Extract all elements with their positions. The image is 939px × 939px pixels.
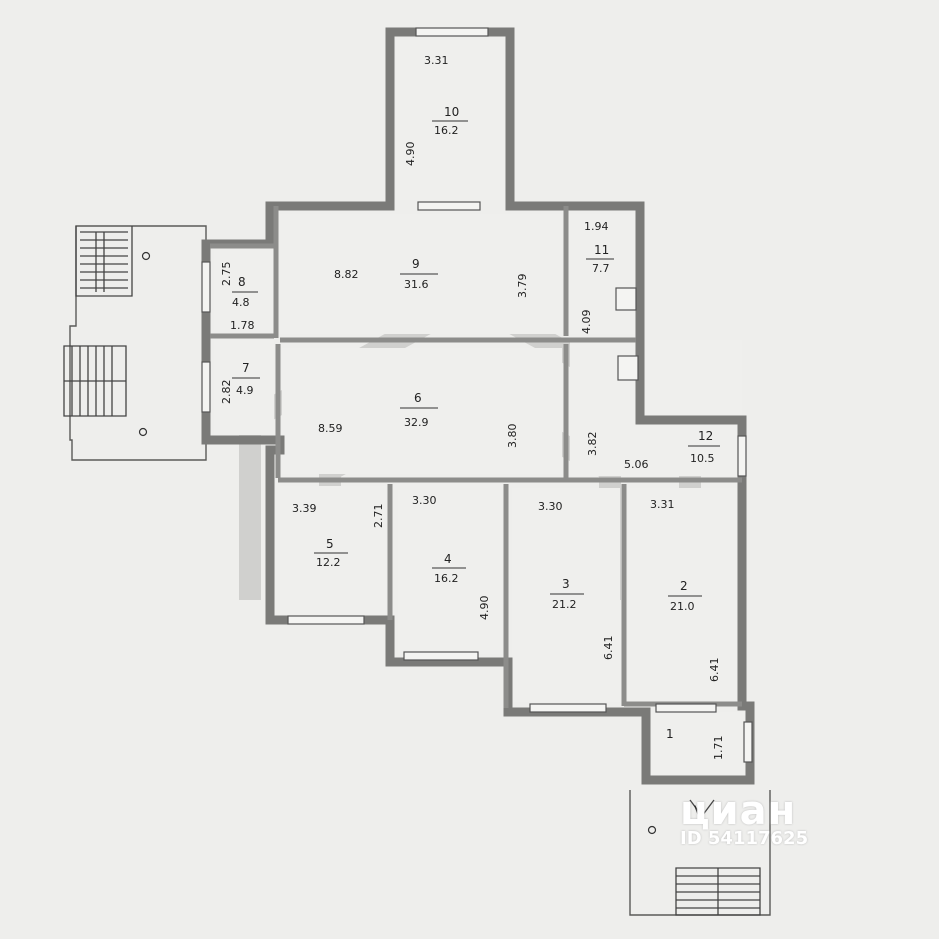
room-2: 3.31 2 21.0 6.41 <box>650 498 721 682</box>
room-6-number: 6 <box>414 391 422 405</box>
room-2-area: 21.0 <box>670 600 695 613</box>
outer-wall <box>201 27 755 785</box>
room-4-number: 4 <box>444 552 452 566</box>
room-3-number: 3 <box>562 577 570 591</box>
watermark-listing-id: ID 54117625 <box>680 828 809 849</box>
room-11-number: 11 <box>594 243 609 257</box>
room-8-number: 8 <box>238 275 246 289</box>
room-2-dim-top: 3.31 <box>650 498 675 511</box>
floor-fill <box>214 40 746 780</box>
room-10-number: 10 <box>444 105 459 119</box>
room-6-dim-left: 8.59 <box>318 422 343 435</box>
room-2-number: 2 <box>680 579 688 593</box>
room-7-area: 4.9 <box>236 384 254 397</box>
room-11-dim-side: 4.09 <box>580 310 593 335</box>
bottom-entrance-area <box>629 790 771 916</box>
left-entrance-area <box>63 225 207 461</box>
room-8: 2.75 8 4.8 1.78 <box>220 262 258 332</box>
room-11: 1.94 11 7.7 4.09 <box>580 220 614 334</box>
room-4-area: 16.2 <box>434 572 459 585</box>
room-3-area: 21.2 <box>552 598 577 611</box>
room-11-area: 7.7 <box>592 262 610 275</box>
room-9-dim-side: 3.79 <box>516 274 529 299</box>
room-8-dim-bottom: 1.78 <box>230 319 255 332</box>
watermark-brand: циан <box>680 788 797 834</box>
room-10: 3.31 10 16.2 4.90 <box>404 54 468 166</box>
room-10-dim-side: 4.90 <box>404 142 417 167</box>
room-9: 8.82 9 31.6 3.79 <box>334 257 529 298</box>
entrance-marker: V <box>694 804 704 820</box>
room-3-dim-top: 3.30 <box>538 500 563 513</box>
room-7: 7 4.9 2.82 <box>220 361 260 404</box>
watermark: циан ID 54117625 <box>680 788 808 849</box>
room-9-number: 9 <box>412 257 420 271</box>
room-7-dim-side: 2.82 <box>220 380 233 405</box>
room-1-dim-side: 1.71 <box>712 736 725 761</box>
room-12-area: 10.5 <box>690 452 715 465</box>
room-4-dim-top: 3.30 <box>412 494 437 507</box>
room-1: 1 1.71 <box>666 727 725 760</box>
room-4-dim-side: 4.90 <box>478 596 491 621</box>
room-5-dim-top: 3.39 <box>292 502 317 515</box>
room-5-area: 12.2 <box>316 556 341 569</box>
room-1-number: 1 <box>666 727 674 741</box>
room-12-dim-bottom: 5.06 <box>624 458 649 471</box>
room-10-area: 16.2 <box>434 124 459 137</box>
room-11-dim-top: 1.94 <box>584 220 609 233</box>
room-3: 3.30 3 21.2 6.41 <box>538 500 615 660</box>
room-5: 3.39 2.71 5 12.2 <box>292 502 385 569</box>
room-9-dim-left: 8.82 <box>334 268 359 281</box>
room-12-dim-side: 3.82 <box>586 432 599 457</box>
room-6-dim-side: 3.80 <box>506 424 519 449</box>
room-12-number: 12 <box>698 429 713 443</box>
room-2-dim-side: 6.41 <box>708 658 721 683</box>
room-3-dim-side: 6.41 <box>602 636 615 661</box>
room-8-area: 4.8 <box>232 296 250 309</box>
room-5-number: 5 <box>326 537 334 551</box>
room-6-area: 32.9 <box>404 416 429 429</box>
room-10-dim-top: 3.31 <box>424 54 449 67</box>
windows <box>201 27 753 763</box>
room-7-number: 7 <box>242 361 250 375</box>
room-9-area: 31.6 <box>404 278 429 291</box>
interior-walls <box>210 206 742 708</box>
room-6: 8.59 6 32.9 3.80 <box>318 391 519 448</box>
room-5-dim-side: 2.71 <box>372 504 385 529</box>
room-8-dim-side: 2.75 <box>220 262 233 287</box>
room-4: 3.30 4 16.2 4.90 <box>412 494 491 620</box>
room-12: 3.82 12 10.5 5.06 <box>586 429 720 471</box>
